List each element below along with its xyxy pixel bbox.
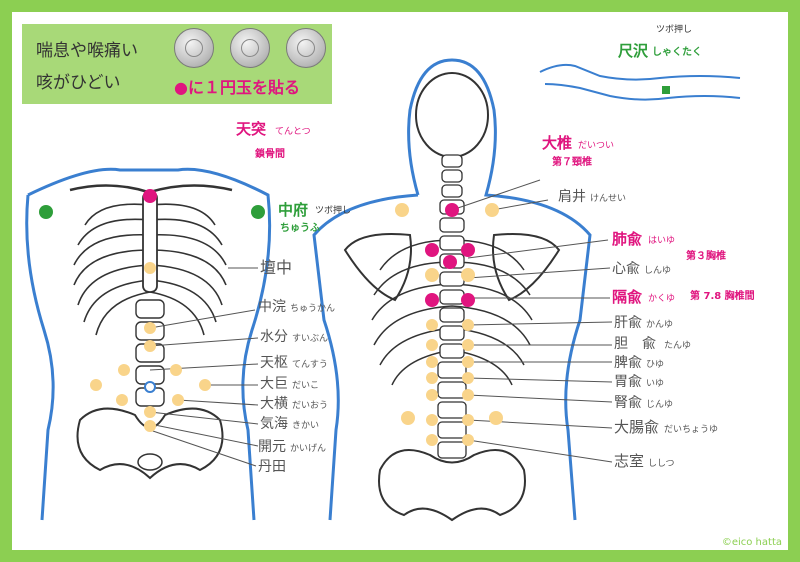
label-shinyu: 心兪 [612, 262, 640, 276]
label-tanden: 丹田 [258, 460, 286, 474]
kana-shinyu: しんゆ [644, 267, 671, 276]
label-kensei: 肩井 [558, 190, 586, 204]
kana-shishitsu: ししつ [648, 460, 674, 469]
kana-kensei: けんせい [590, 195, 626, 204]
kana-daio: だいおう [292, 402, 328, 411]
kana-daichoyu: だいちょうゆ [664, 426, 718, 435]
point-tentotsu [143, 189, 157, 203]
label-kanyu: 肝兪 [614, 316, 642, 330]
kana-haiyu: はいゆ [648, 237, 675, 246]
label-suibun: 水分 [260, 330, 288, 344]
label-danchu: 壇中 [260, 260, 292, 276]
kana-hiyu: ひゆ [646, 361, 664, 370]
coin-icon [286, 28, 326, 68]
label-chukan: 中浣 [258, 300, 286, 314]
label-chufu: 中府 [278, 203, 308, 218]
kana-kanyu: かんゆ [646, 321, 673, 330]
arm-outline [540, 65, 740, 100]
label-daiko: 大巨 [260, 377, 288, 391]
kana-kaigen: かいげん [290, 445, 326, 454]
label-jinyu: 腎兪 [614, 396, 642, 410]
arm-label-small: ツボ押し [656, 26, 692, 35]
point-kikai [144, 406, 156, 418]
point-shinyu-left [425, 268, 439, 282]
point-chufu-left [39, 205, 53, 219]
point-chufu-right [251, 205, 265, 219]
label-shishitsu: 志室 [614, 454, 644, 469]
point-haiyu-right [461, 243, 475, 257]
point-kensei-left [395, 203, 409, 217]
label-tentotsu: 天突 [236, 122, 266, 137]
point-kensei-right [485, 203, 499, 217]
point-kakuyu-left [425, 293, 439, 307]
header-box: 喘息や喉痛い 咳がひどい ●に１円玉を貼る [22, 24, 332, 104]
point-chukan [144, 322, 156, 334]
point-haiyu-left [425, 243, 439, 257]
point-kaigen [144, 420, 156, 432]
point-navel [145, 382, 155, 392]
kana-chukan: ちゅうかん [290, 305, 335, 314]
label-hiyu: 脾兪 [614, 356, 642, 370]
label-tanyu: 胆 兪 [614, 337, 656, 351]
coin-icon [174, 28, 214, 68]
sub-chufu: ツボ押し [315, 207, 351, 216]
point-daio-left [116, 394, 128, 406]
point-daitsui [445, 203, 459, 217]
point-daiko-left [90, 379, 102, 391]
label-daichoyu: 大腸兪 [614, 420, 659, 435]
sub-kakuyu: 第 7.8 胸椎間 [690, 292, 755, 302]
kana-tanyu: たんゆ [664, 342, 691, 351]
label-kakuyu: 隔兪 [612, 290, 642, 305]
sub-tentotsu: 鎖骨間 [255, 150, 285, 160]
label-iyu: 胃兪 [614, 375, 642, 389]
kana-daiko: だいこ [292, 382, 319, 391]
point-tensu-left [118, 364, 130, 376]
kana-kakuyu: かくゆ [648, 295, 675, 304]
kana-jinyu: じんゆ [646, 401, 673, 410]
header-line-1: 喘息や喉痛い [36, 36, 138, 61]
point-daio-right [172, 394, 184, 406]
point-shakutaku [662, 86, 670, 94]
label-haiyu: 肺兪 [612, 232, 642, 247]
label-kaigen: 開元 [258, 440, 286, 454]
kana-iyu: いゆ [646, 380, 664, 389]
label-kikai: 気海 [260, 417, 288, 431]
skull [416, 73, 488, 157]
back-pelvis [379, 450, 525, 520]
arm-point-name: 尺沢 [618, 44, 648, 59]
point-tensu-right [170, 364, 182, 376]
header-line-2: 咳がひどい [36, 68, 121, 93]
point-suibun [144, 340, 156, 352]
point-danchu [144, 262, 156, 274]
kana-suibun: すいぶん [292, 335, 328, 344]
label-daitsui: 大椎 [542, 136, 572, 151]
kana-chufu: ちゅうふ [280, 224, 320, 234]
label-tensu: 天枢 [260, 356, 288, 370]
kana-kikai: きかい [292, 422, 319, 431]
point-center-back [443, 255, 457, 269]
coin-icon [230, 28, 270, 68]
kana-tentotsu: てんとつ [275, 128, 311, 137]
arm-point-kana: しゃくたく [652, 48, 702, 58]
instruction-text: ●に１円玉を貼る [174, 74, 300, 98]
label-daio: 大横 [260, 397, 288, 411]
point-kakuyu-right [461, 293, 475, 307]
kana-tensu: てんすう [292, 361, 328, 370]
sub-daitsui: 第７頸椎 [552, 158, 592, 168]
kana-daitsui: だいつい [578, 142, 614, 151]
point-shinyu-right [461, 268, 475, 282]
sub-haiyu: 第３胸椎 [686, 252, 726, 262]
point-daiko-right [199, 379, 211, 391]
sternum [143, 192, 157, 292]
credit: ©eico hatta [722, 537, 782, 548]
